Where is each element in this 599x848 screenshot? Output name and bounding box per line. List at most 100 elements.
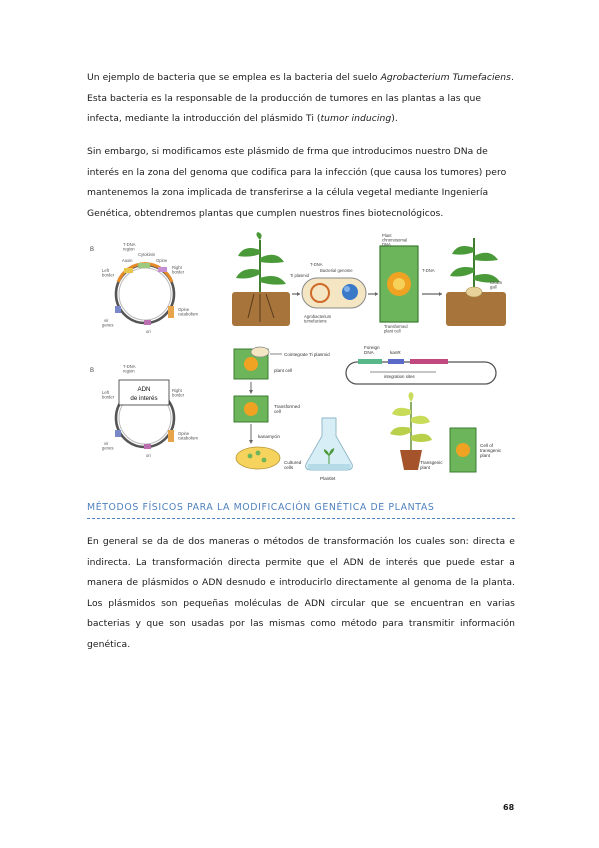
crown-gall-tumor (465, 286, 483, 298)
agrobacterium-cell-small (250, 346, 270, 358)
culture-colony (261, 457, 267, 463)
leaf-icon (238, 248, 260, 257)
page-number: 68 (503, 803, 515, 812)
ori-label: ori (146, 329, 151, 334)
cointegrate-label: Cointegrate Ti plasmid (284, 352, 330, 357)
text-run: . Esta bacteria es la responsable de la … (87, 72, 514, 124)
tdna-label: T-DNA (422, 268, 435, 273)
leaf-icon (260, 276, 286, 285)
ori-region (144, 320, 151, 325)
bacterial-genome-label: Bacterial genome (320, 268, 353, 273)
arrow-head-icon (249, 390, 253, 394)
leaf-icon (323, 448, 335, 456)
cell-nucleus (456, 443, 470, 457)
integration-sites-label: integration sites (384, 374, 416, 379)
leaf-icon (452, 246, 474, 255)
section-title: MÉTODOS FÍSICOS PARA LA MODIFICACIÓN GEN… (87, 502, 515, 519)
petri-dish (235, 446, 281, 470)
cytokinin-label: Cytokinin (138, 252, 156, 257)
cell-nucleus (244, 357, 258, 371)
roots (247, 293, 275, 322)
transformation-workflow: Cointegrate Ti plasmid plant cell Foreig… (233, 345, 502, 481)
infection-process-row: Bacterial genome Ti plasmid T-DNA Agroba… (232, 232, 506, 334)
flower-pot (400, 450, 422, 470)
tumor-inducing-term: tumor inducing (320, 113, 392, 124)
vir-gene (115, 306, 121, 313)
soil-block (446, 292, 506, 326)
arrow-head-icon (439, 292, 442, 296)
adn-insert-box (118, 379, 170, 406)
foreign-dna-segment (358, 359, 382, 364)
ti-plasmid-circle (310, 283, 330, 303)
leaf-icon (474, 252, 498, 261)
bacterial-genome-detail (344, 286, 350, 292)
text-run: Un ejemplo de bacteria que se emplea es … (87, 72, 381, 83)
leaf-icon (236, 269, 260, 279)
ori-label: ori (146, 453, 151, 458)
plant-cell-label: plant cell (274, 368, 292, 373)
paragraph-methods: En general se da de dos maneras o método… (87, 536, 515, 650)
leaf-icon (411, 433, 432, 442)
species-name: Agrobacterium Tumefaciens (380, 72, 511, 83)
arrow-head-icon (297, 292, 300, 296)
arrow-head-icon (249, 440, 253, 444)
opine-gene (158, 267, 167, 272)
arrow-head-icon (375, 292, 378, 296)
ti-plasmid-label: Ti plasmid (290, 273, 310, 278)
paragraph-modification: Sin embargo, si modificamos este plásmid… (87, 146, 507, 219)
kanamycin-label: kanamycin (258, 434, 280, 439)
kan-segment (388, 359, 404, 364)
soil-block (232, 292, 290, 326)
ori-region (144, 444, 151, 449)
text-run: ). (391, 113, 398, 124)
auxin-gene (124, 268, 133, 273)
plantlet-label: Plantlet (320, 476, 336, 481)
integration-segment (410, 359, 448, 364)
culture-colony (247, 453, 253, 459)
leaf-icon (411, 415, 430, 424)
leaf-icon (474, 274, 500, 283)
bacterial-genome-blob (342, 284, 358, 300)
opine-catabolism-gene (168, 430, 174, 442)
paragraph-agrobacterium: Un ejemplo de bacteria que se emplea es … (87, 68, 515, 130)
leaf-icon (450, 267, 474, 277)
auxin-label: Auxin (122, 258, 133, 263)
vir-gene (115, 430, 121, 437)
adn-label: ADN (137, 386, 150, 393)
cell-nucleus (244, 402, 258, 416)
adn-interes-label: de interés (130, 395, 157, 402)
kan-label: kanR (390, 350, 401, 355)
leaf-icon (256, 232, 262, 240)
leaf-icon (260, 254, 284, 263)
opine-label: Opine (156, 258, 168, 263)
panel-marker: B (90, 247, 94, 253)
panel-marker: B (90, 368, 94, 374)
leaf-icon (392, 407, 411, 416)
culture-colony (255, 450, 261, 456)
flask-medium (307, 464, 351, 470)
integration-plasmid (345, 361, 497, 385)
opine-catabolism-gene (168, 306, 174, 318)
